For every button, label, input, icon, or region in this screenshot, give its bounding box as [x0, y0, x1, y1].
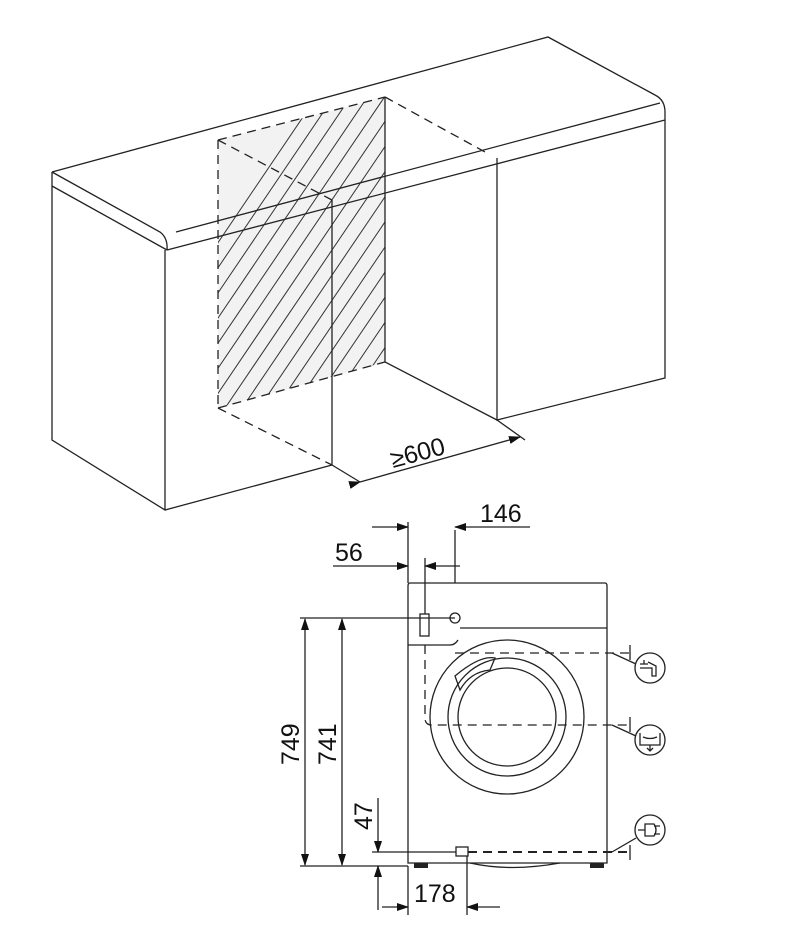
svg-text:56: 56	[335, 539, 363, 567]
hatch-line	[489, 80, 719, 420]
power-connector	[455, 846, 469, 857]
hatch-line	[318, 97, 385, 408]
hatch-line	[404, 80, 634, 420]
hatch-line	[472, 80, 702, 420]
hatch-line	[301, 97, 385, 408]
right-cabinet	[496, 120, 666, 421]
dimension-741: 741	[314, 618, 346, 866]
hatch-line	[250, 97, 385, 408]
water-tap-icon	[634, 652, 666, 684]
hatch-line	[218, 97, 329, 408]
hatch-line	[284, 97, 385, 408]
svg-text:178: 178	[414, 880, 456, 908]
hatch-line	[523, 80, 753, 420]
hatch-line	[387, 80, 617, 420]
hatch-line	[218, 97, 380, 408]
width-dimension-line	[348, 436, 521, 489]
countertop	[51, 36, 666, 251]
dimension-146: 146	[372, 500, 530, 583]
door	[429, 639, 585, 795]
hatch-line	[608, 80, 800, 420]
hatch-line	[421, 80, 651, 420]
dimension-47: 47	[350, 798, 456, 910]
dimension-749: 749	[277, 618, 309, 866]
dimension-56: 56	[333, 539, 460, 614]
hatch-line	[335, 97, 385, 408]
kitchen-niche-view: ≥600	[51, 36, 800, 511]
power-plug-icon	[634, 814, 666, 846]
machine-body	[407, 582, 608, 864]
machine-front-view: 146 56 749 741 47 178	[277, 500, 666, 915]
svg-text:47: 47	[350, 802, 378, 830]
svg-text:146: 146	[480, 500, 522, 528]
hatch-line	[218, 97, 363, 408]
hatch-line	[369, 97, 385, 408]
niche-hatched-area	[218, 80, 800, 420]
hatch-line	[455, 80, 685, 420]
hatch-line	[218, 97, 385, 408]
hatch-line	[218, 97, 385, 408]
drain-icon	[634, 724, 666, 756]
hatch-line	[352, 97, 385, 408]
hatch-line	[625, 80, 800, 420]
hatch-line	[218, 97, 346, 408]
dimension-178: 178	[382, 856, 500, 915]
left-cabinet	[51, 186, 333, 511]
svg-text:749: 749	[277, 723, 305, 765]
hatch-line	[574, 80, 800, 420]
water-inlet-connector	[419, 613, 430, 637]
hatch-line	[557, 80, 787, 420]
hatch-line	[540, 80, 770, 420]
width-label: ≥600	[387, 432, 448, 473]
svg-text:741: 741	[314, 723, 342, 765]
hatch-line	[267, 97, 385, 408]
hatch-line	[233, 97, 385, 408]
hatch-line	[218, 97, 385, 408]
